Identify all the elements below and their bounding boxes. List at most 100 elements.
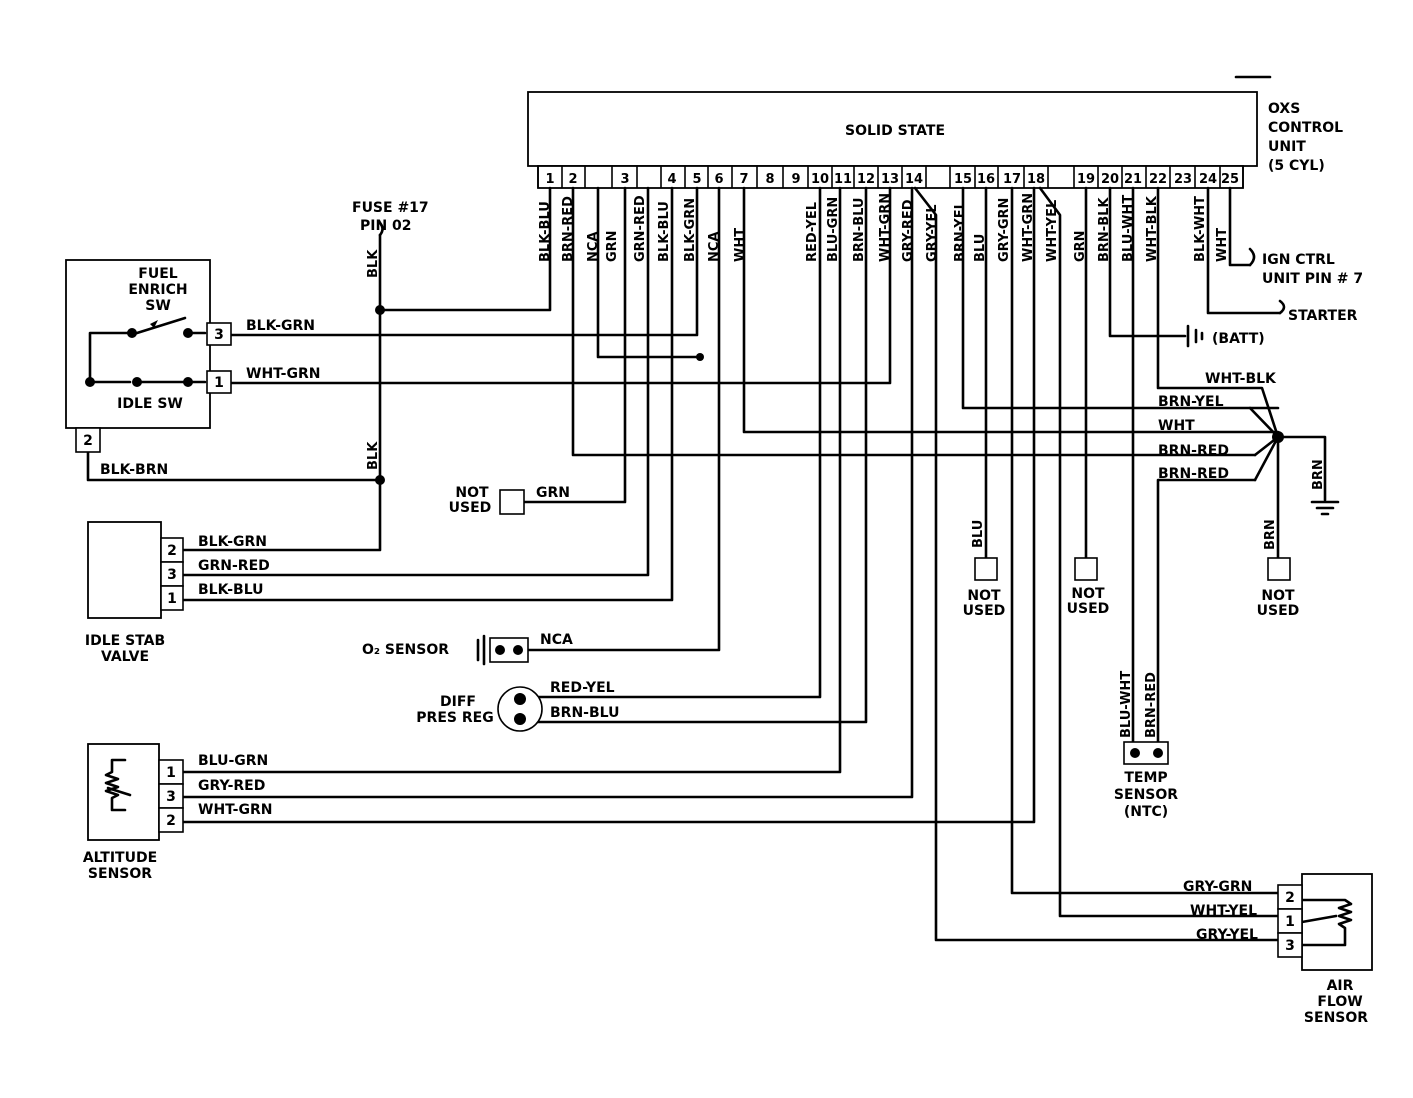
- not-used-wire: BLU: [971, 520, 986, 548]
- idle-stab-wire-label: GRN-RED: [198, 558, 270, 574]
- pin-number-3: 3: [620, 172, 629, 187]
- altitude-potentiometer: [104, 758, 132, 812]
- altitude-label-1: ALTITUDE: [83, 850, 157, 866]
- enrich-pin-2: [75, 427, 101, 453]
- enrich-pin-1-label: 1: [214, 375, 224, 391]
- not-used-label: NOT: [967, 588, 1001, 604]
- altitude-pin-label: 1: [166, 765, 176, 781]
- air-flow-label-3: SENSOR: [1304, 1010, 1368, 1026]
- wire-bus-fan: [1248, 406, 1327, 502]
- fuse-label-2: PIN 02: [360, 218, 412, 234]
- altitude-sensor: 1 3 2 BLU-GRN GRY-RED WHT-GRN ALTITUDE S…: [83, 743, 272, 882]
- temp-wire: BLU-WHT: [1119, 671, 1134, 738]
- pin-number-23: 23: [1174, 172, 1192, 187]
- cu-label-2: CONTROL: [1268, 120, 1343, 136]
- not-used-box: [1074, 557, 1098, 581]
- air-flow-pin-label: 2: [1285, 890, 1295, 906]
- temp-wire: BRN-RED: [1144, 672, 1159, 738]
- wire-pin22: [1156, 186, 1280, 439]
- pin-number-11: 11: [834, 172, 852, 187]
- fuel-enrich-switch: FUEL ENRICH SW IDLE SW 3 1 2 BLK-GRN WHT…: [65, 259, 320, 478]
- idle-stab-pin-1: [160, 585, 184, 611]
- wire-pin14: [913, 186, 1284, 942]
- pin-number-7: 7: [739, 172, 748, 187]
- temp-label-3: (NTC): [1124, 804, 1168, 820]
- wire-fuse-bus: [181, 233, 382, 552]
- idle-stab-pin-label: 2: [167, 543, 177, 559]
- idle-stab-wire-label: BLK-BLU: [198, 582, 264, 598]
- pin-wire-label: BRN-BLK: [1097, 197, 1112, 262]
- idle-stab-label-2: VALVE: [101, 649, 149, 665]
- pin-number-21: 21: [1124, 172, 1142, 187]
- ign-label-2: UNIT PIN # 7: [1262, 271, 1363, 287]
- pin-wire-label: BRN-YEL: [953, 201, 968, 262]
- fuel-enrich-label-1: FUEL: [138, 266, 177, 282]
- fuse-wire-top: BLK: [366, 249, 381, 278]
- o2-sensor-label: O₂ SENSOR: [362, 642, 449, 658]
- pin-wire-label: RED-YEL: [805, 202, 820, 262]
- pin-number-12: 12: [857, 172, 875, 187]
- temp-connector: [1123, 741, 1169, 765]
- batt-label: (BATT): [1212, 331, 1265, 347]
- not-used-box: [1267, 557, 1291, 581]
- wire-ends: [1248, 247, 1286, 315]
- pin-number-4: 4: [667, 172, 676, 187]
- o2-pin: [495, 645, 505, 655]
- fuel-enrich-label-2: ENRICH: [128, 282, 187, 298]
- altitude-wire-label: GRY-RED: [198, 778, 265, 794]
- not-used-wire: BRN: [1263, 519, 1278, 550]
- fuse: FUSE #17 PIN 02 BLK BLK: [352, 200, 429, 470]
- idle-stab-body: [87, 521, 162, 619]
- air-flow-sensor: 2 1 3 GRY-GRN WHT-YEL GRY-YEL AIR FLOW S…: [1183, 873, 1373, 1026]
- air-flow-wire-label: WHT-YEL: [1190, 903, 1257, 919]
- altitude-label-2: SENSOR: [88, 866, 152, 882]
- pin-number-17: 17: [1003, 172, 1021, 187]
- junction-fuse-top: [375, 305, 385, 315]
- pin-number-9: 9: [791, 172, 800, 187]
- diff-pres-label-2: PRES REG: [416, 710, 493, 726]
- contact-dot: [127, 328, 137, 338]
- diff-pres-wire: BRN-BLU: [550, 705, 619, 721]
- o2-sensor: O₂ SENSOR NCA: [362, 632, 573, 666]
- wire-blk-brn-label: BLK-BRN: [100, 462, 168, 478]
- ground-wire-label: BRN: [1311, 459, 1326, 490]
- pin-number-5: 5: [692, 172, 701, 187]
- pin-wire-label: GRY-YEL: [925, 204, 940, 262]
- wire-pin24: [1206, 186, 1282, 315]
- temp-pin: [1130, 748, 1140, 758]
- wire-pin5: [228, 186, 699, 337]
- right-side: IGN CTRL UNIT PIN # 7 STARTER (BATT) WHT…: [1158, 252, 1363, 516]
- wire-pin17: [1010, 186, 1284, 895]
- pin-wire-label: GRN: [1073, 230, 1088, 262]
- not-used-grn-label-1: NOT: [455, 485, 489, 501]
- diff-pres-reg: DIFF PRES REG RED-YEL BRN-BLU: [416, 680, 619, 732]
- cu-label-1: OXS: [1268, 101, 1300, 117]
- not-used-label: USED: [1257, 603, 1300, 619]
- starter-label: STARTER: [1288, 308, 1358, 324]
- pin-wire-label: WHT: [1215, 228, 1230, 262]
- idle-stab-pin-label: 1: [167, 591, 177, 607]
- altitude-pin-1: [158, 759, 184, 785]
- enrich-pin-2-label: 2: [83, 433, 93, 449]
- pin-number-8: 8: [765, 172, 774, 187]
- pin-wire-label: GRN: [605, 230, 620, 262]
- temp-label-2: SENSOR: [1114, 787, 1178, 803]
- idle-stab-wire-label: BLK-GRN: [198, 534, 267, 550]
- pin-wire-label: BLU-GRN: [826, 197, 841, 262]
- pin-wire-label: BLK-WHT: [1193, 196, 1208, 262]
- pin-number-15: 15: [954, 172, 972, 187]
- contact-dot: [132, 377, 142, 387]
- control-unit-title: SOLID STATE: [845, 123, 945, 139]
- ign-label-1: IGN CTRL: [1262, 252, 1335, 268]
- pin-number-16: 16: [977, 172, 995, 187]
- not-used-label: NOT: [1071, 586, 1105, 602]
- wire-grn-red: [181, 186, 650, 577]
- wire-pin6: [526, 186, 721, 652]
- diff-pres-wire: RED-YEL: [550, 680, 615, 696]
- not-used-label: NOT: [1261, 588, 1295, 604]
- air-flow-wire-label: GRY-YEL: [1196, 927, 1258, 943]
- pin-wire-label: WHT-BLK: [1145, 195, 1160, 262]
